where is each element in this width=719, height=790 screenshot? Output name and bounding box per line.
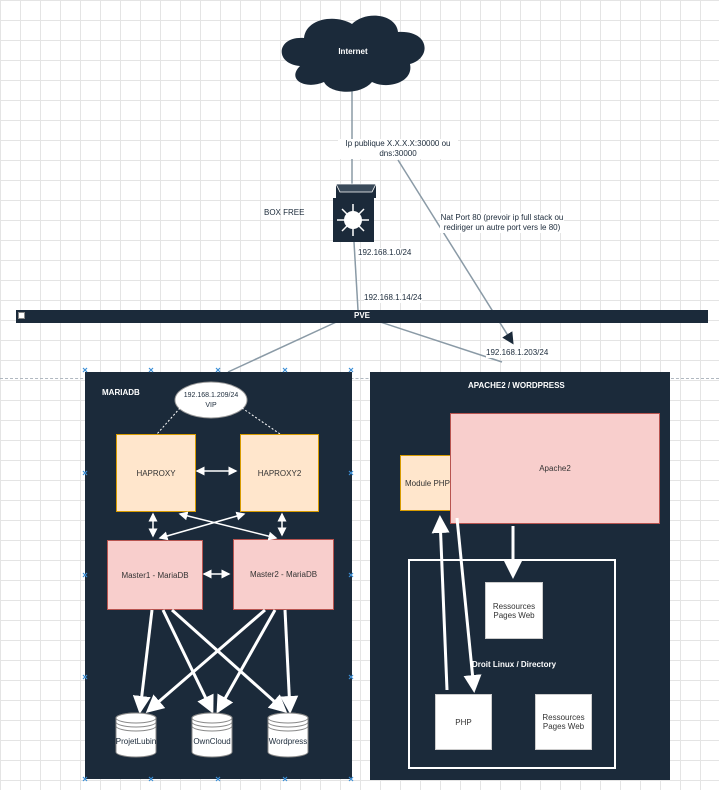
pve-apache-link	[367, 317, 503, 363]
router-label: BOX FREE	[264, 208, 305, 217]
collapse-icon[interactable]	[18, 312, 25, 319]
master2-label: Master2 - MariaDB	[249, 570, 318, 579]
php-label: PHP	[455, 717, 472, 727]
master1-label: Master1 - MariaDB	[121, 570, 189, 580]
apache2-node[interactable]: Apache2	[450, 413, 660, 524]
box-subnet-label: 192.168.1.0/24	[358, 248, 412, 258]
resources-web-1-node[interactable]: Ressources Pages Web	[485, 582, 543, 639]
mariadb-title: MARIADB	[102, 388, 140, 397]
resources-web-2-node[interactable]: Ressources Pages Web	[535, 694, 592, 750]
haproxy1-label: HAPROXY	[136, 468, 176, 478]
vip-ip-label: 192.168.1.209/24	[183, 392, 239, 399]
apache-title: APACHE2 / WORDPRESS	[468, 381, 565, 390]
haproxy2-node[interactable]: HAPROXY2	[240, 434, 319, 512]
internet-label: Internet	[338, 47, 368, 56]
apache2-label: Apache2	[539, 464, 571, 473]
module-php-node[interactable]: Module PHP	[400, 455, 456, 511]
apache-ip-label: 192.168.1.203/24	[486, 348, 549, 358]
resources-web-2-label: Ressources Pages Web	[542, 713, 585, 731]
module-php-label: Module PHP	[405, 478, 450, 488]
pve-label: PVE	[353, 311, 370, 320]
haproxy2-label: HAPROXY2	[257, 468, 302, 478]
guide-line	[0, 378, 719, 379]
nat-label: Nat Port 80 (prevoir ip full stack ou re…	[440, 213, 564, 233]
vip-label: VIP	[205, 402, 217, 409]
directory-label: Droit Linux / Directory	[472, 660, 557, 669]
master2-node[interactable]: Master2 - MariaDB	[233, 539, 334, 610]
router-pve-link	[353, 241, 359, 311]
pve-bar[interactable]: PVE	[16, 310, 708, 323]
pve-ip-label: 192.168.1.14/24	[364, 293, 422, 303]
pve-mariadb-link	[227, 317, 346, 373]
public-ip-label: Ip publique X.X.X.X:30000 ou dns:30000	[338, 139, 458, 159]
db-wordpress-label: Wordpress	[268, 737, 308, 746]
resources-web-1-label: Ressources Pages Web	[492, 601, 536, 620]
db-projetlubin-label: ProjetLubin	[115, 737, 157, 746]
db-owncloud-label: OwnCloud	[193, 737, 231, 746]
haproxy1-node[interactable]: HAPROXY	[116, 434, 196, 512]
php-node[interactable]: PHP	[435, 694, 492, 750]
